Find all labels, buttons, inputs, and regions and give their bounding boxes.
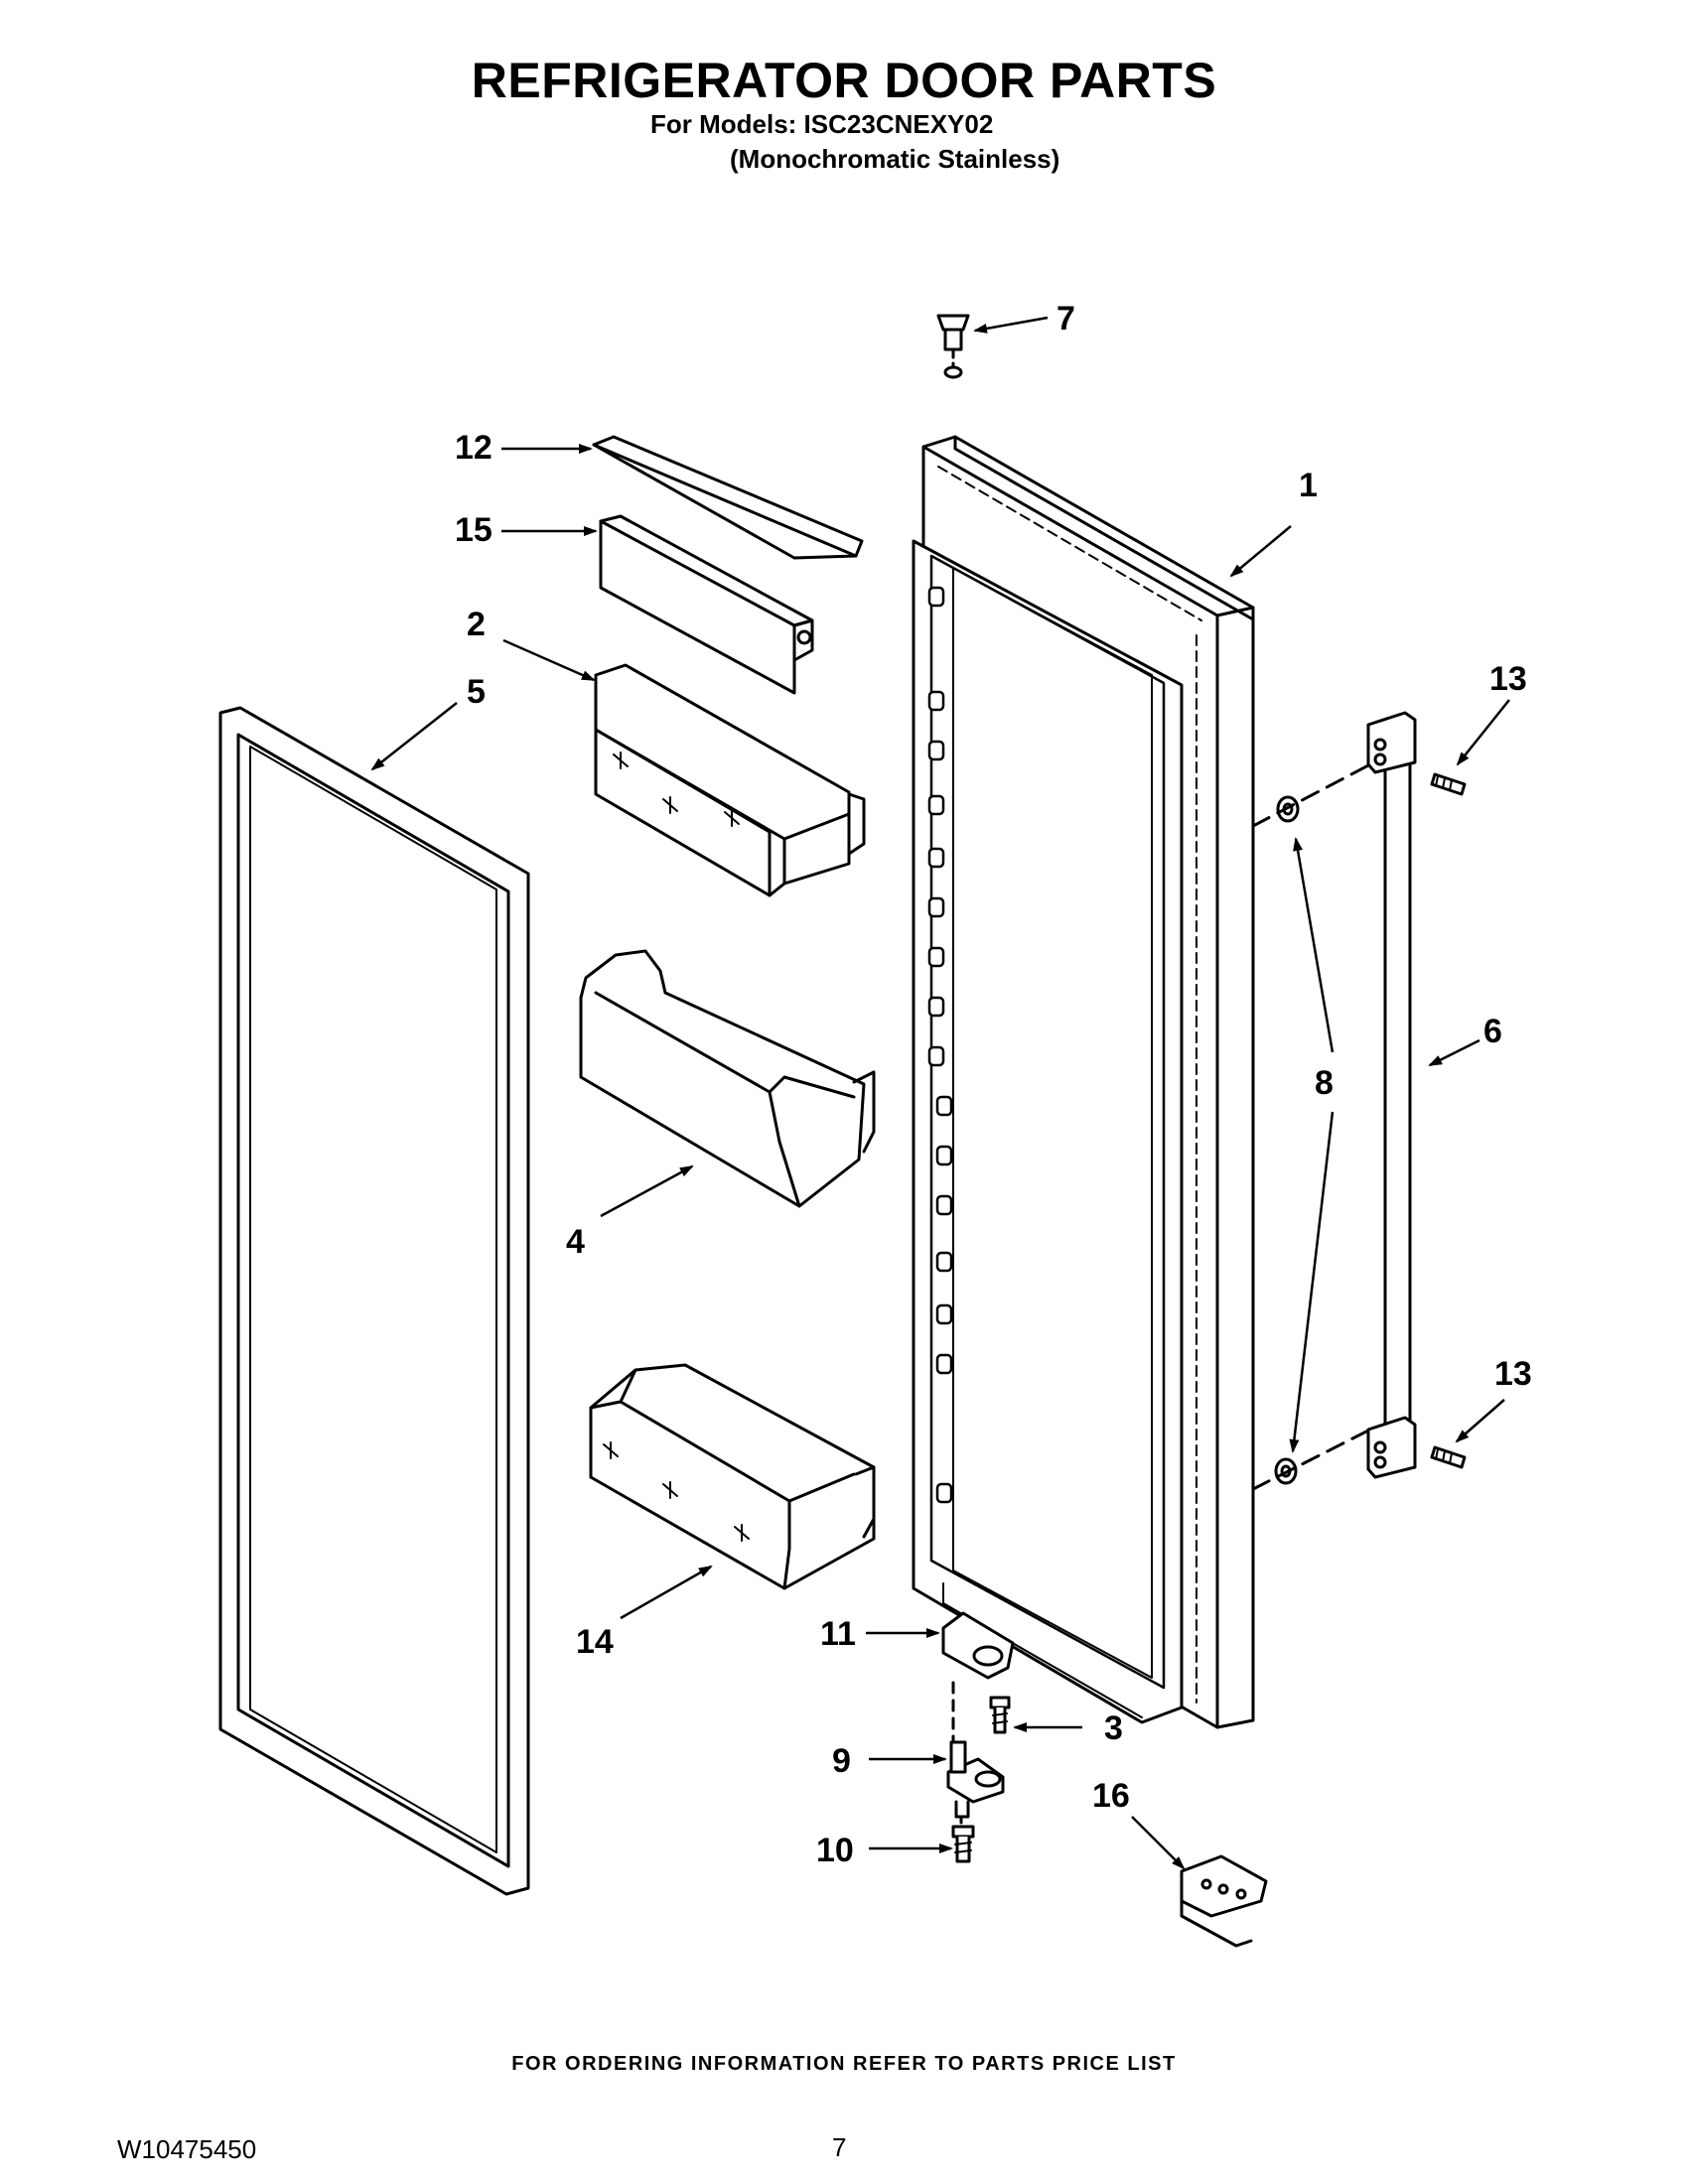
hinge-screw-upper (989, 1696, 1011, 1734)
callout-5: 5 (467, 673, 486, 711)
callout-13-lower: 13 (1494, 1355, 1532, 1393)
ordering-note: FOR ORDERING INFORMATION REFER TO PARTS … (511, 2053, 1177, 2075)
models-line: For Models: ISC23CNEXY02 (650, 109, 994, 139)
hinge-bushing (936, 314, 970, 379)
hinge-cover (1180, 1854, 1268, 1948)
document-number: W10475450 (117, 2134, 257, 2164)
callout-6: 6 (1483, 1013, 1502, 1050)
page-number: 7 (832, 2132, 847, 2162)
leader-lines (370, 316, 1510, 1870)
handle-screw-lower (1430, 1445, 1467, 1469)
handle-screw-upper (1430, 772, 1467, 796)
hinge-shim (941, 1611, 1015, 1680)
callout-13-upper: 13 (1489, 660, 1527, 698)
door-bin-middle (579, 949, 876, 1208)
callout-9: 9 (832, 1742, 851, 1780)
hinge-screw-lower (951, 1825, 975, 1863)
door-bin-bottom (589, 1363, 876, 1590)
callout-4: 4 (566, 1223, 585, 1261)
page-title: REFRIGERATOR DOOR PARTS (471, 53, 1217, 108)
dairy-bin (594, 663, 866, 897)
door-gasket (218, 706, 530, 1896)
callout-14: 14 (576, 1623, 614, 1661)
callout-7: 7 (1056, 300, 1075, 338)
door-assembly (912, 435, 1255, 1729)
variant-line: (Monochromatic Stainless) (730, 144, 1060, 174)
callout-8: 8 (1315, 1064, 1334, 1102)
shelf-bracket (599, 514, 814, 695)
door-handle (1366, 711, 1417, 1479)
callout-16: 16 (1092, 1777, 1130, 1815)
callout-3: 3 (1104, 1709, 1123, 1747)
callout-1: 1 (1299, 467, 1318, 504)
callout-11: 11 (820, 1615, 856, 1653)
shelf-cover (592, 435, 864, 560)
door-shelf-clips (927, 586, 953, 1504)
callout-2: 2 (467, 606, 486, 643)
callout-15: 15 (455, 511, 492, 549)
bottom-hinge (946, 1740, 1005, 1819)
callout-10: 10 (816, 1832, 854, 1869)
callout-12: 12 (455, 429, 492, 467)
